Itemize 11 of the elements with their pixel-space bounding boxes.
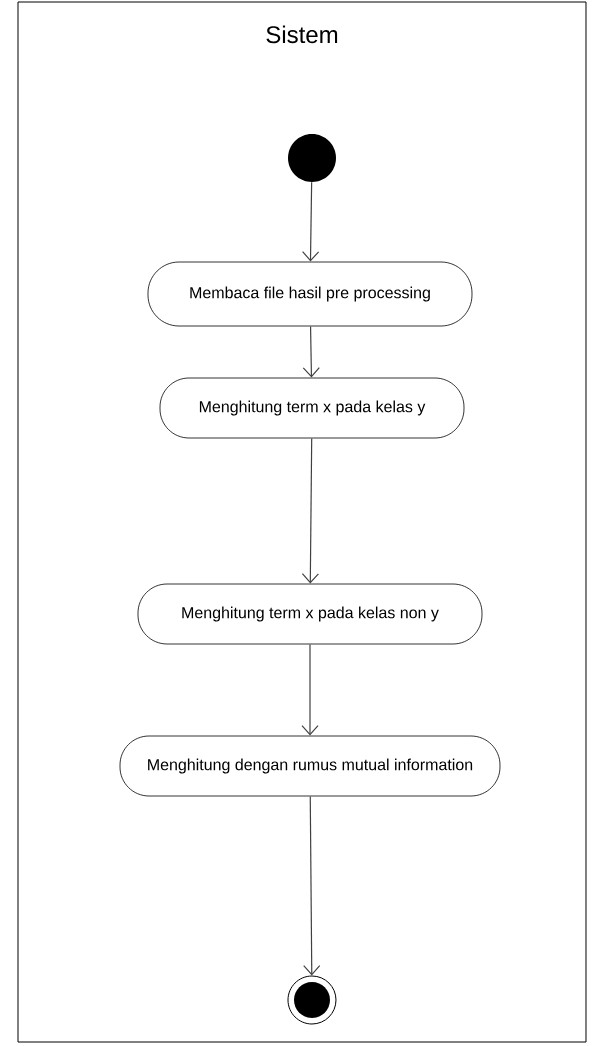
arrow xyxy=(301,643,319,736)
arrow xyxy=(301,437,319,584)
arrow xyxy=(302,325,320,378)
arrow xyxy=(302,181,320,262)
action-box: Menghitung dengan rumus mutual information xyxy=(119,735,501,797)
arrow xyxy=(303,795,321,976)
action-box: Menghitung term x pada kelas non y xyxy=(137,583,483,645)
action-box: Membaca file hasil pre processing xyxy=(147,261,473,327)
action-box: Menghitung term x pada kelas y xyxy=(159,377,465,439)
end-node xyxy=(287,975,337,1025)
start-node xyxy=(288,134,336,182)
